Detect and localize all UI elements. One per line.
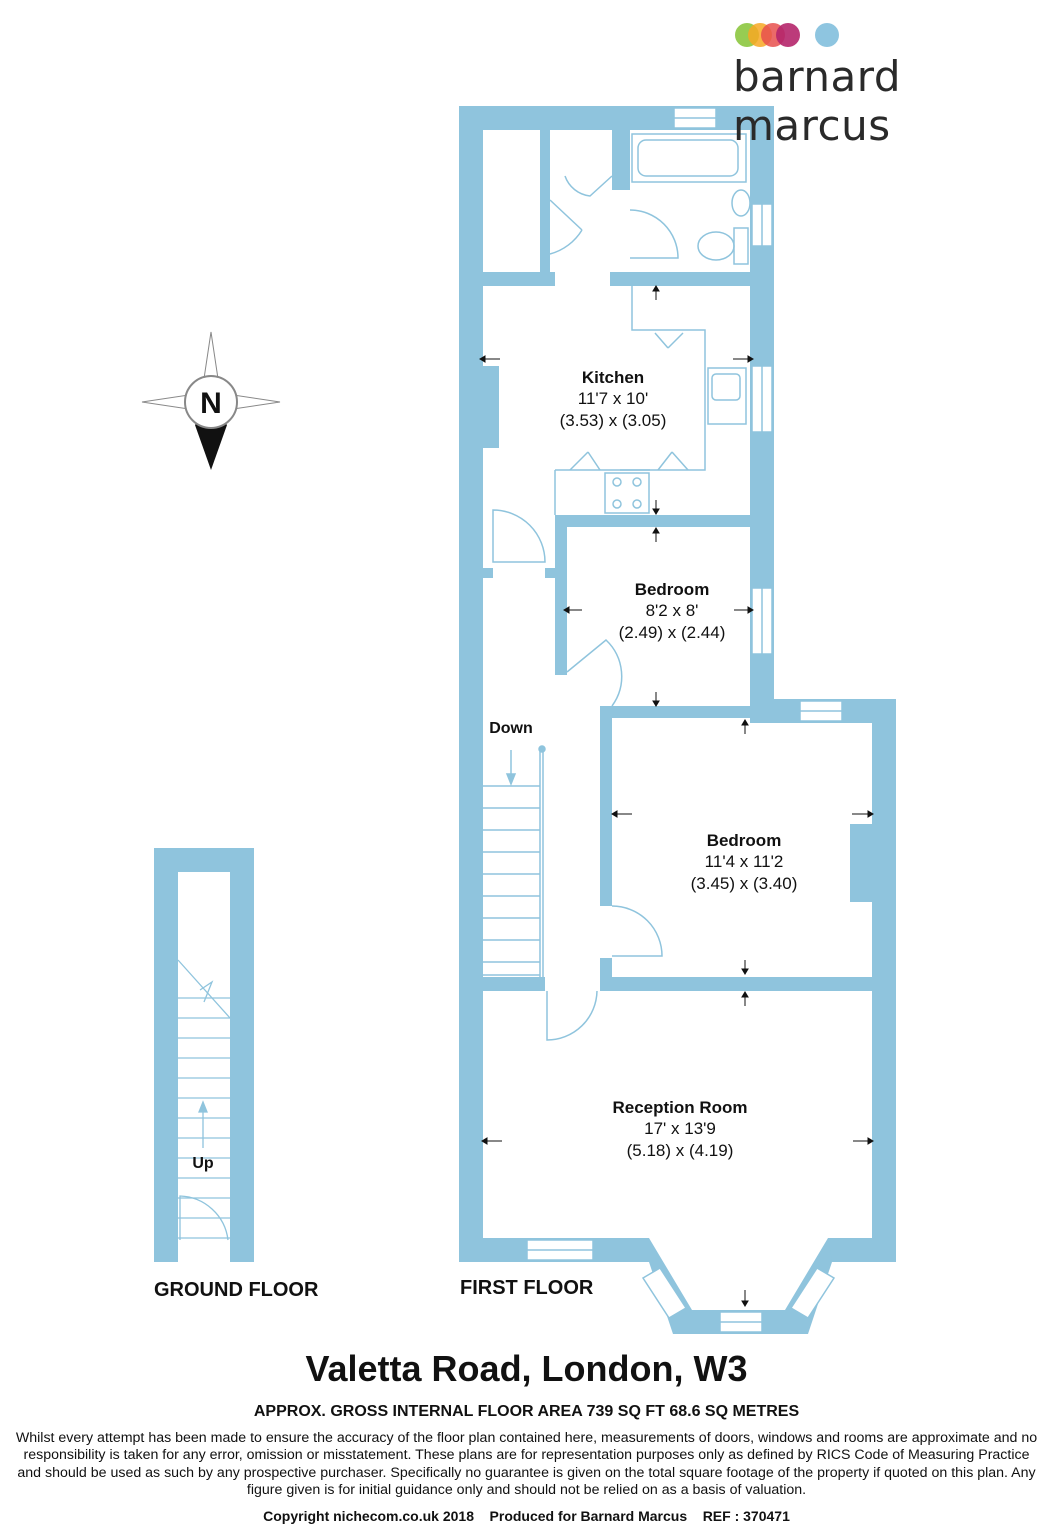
kitchen-name: Kitchen — [582, 368, 644, 387]
brand-name: barnard marcus — [733, 52, 901, 150]
compass-letter: N — [200, 387, 222, 420]
disclaimer-text: Whilst every attempt has been made to en… — [15, 1430, 1038, 1498]
property-title: Valetta Road, London, W3 — [305, 1348, 748, 1389]
reception-name: Reception Room — [612, 1098, 747, 1117]
ground-floor-plan — [154, 848, 254, 1262]
bedroom1-metric: (2.49) x (2.44) — [619, 623, 726, 642]
stairs-down-label: Down — [489, 720, 533, 737]
bedroom1-name: Bedroom — [635, 580, 710, 599]
bedroom2-metric: (3.45) x (3.40) — [691, 874, 798, 893]
room-label-reception: Reception Room 17' x 13'9 (5.18) x (4.19… — [612, 1098, 747, 1160]
first-floor-fixtures — [483, 133, 751, 1041]
kitchen-metric: (3.53) x (3.05) — [560, 411, 667, 430]
stairs-up-label: Up — [192, 1155, 214, 1172]
ground-floor-label: GROUND FLOOR — [154, 1279, 319, 1301]
kitchen-imperial: 11'7 x 10' — [578, 389, 648, 408]
reception-imperial: 17' x 13'9 — [644, 1119, 716, 1138]
windows — [526, 107, 843, 1333]
bedroom1-imperial: 8'2 x 8' — [646, 601, 699, 620]
room-label-kitchen: Kitchen 11'7 x 10' (3.53) x (3.05) — [560, 368, 667, 430]
brand-logo-dots — [735, 23, 839, 47]
bedroom2-name: Bedroom — [707, 831, 782, 850]
ground-floor-stairs — [177, 959, 231, 1241]
footer-credits: Copyright nichecom.co.uk 2018 Produced f… — [263, 1508, 790, 1524]
reception-metric: (5.18) x (4.19) — [627, 1141, 734, 1160]
compass-icon: N — [141, 331, 281, 470]
first-floor-label: FIRST FLOOR — [460, 1277, 594, 1299]
room-label-bedroom-2: Bedroom 11'4 x 11'2 (3.45) x (3.40) — [691, 831, 798, 893]
room-label-bedroom-1: Bedroom 8'2 x 8' (2.49) x (2.44) — [619, 580, 726, 642]
floor-area: APPROX. GROSS INTERNAL FLOOR AREA 739 SQ… — [253, 1403, 800, 1420]
bedroom2-imperial: 11'4 x 11'2 — [705, 852, 784, 871]
measurement-arrows — [479, 285, 874, 1307]
